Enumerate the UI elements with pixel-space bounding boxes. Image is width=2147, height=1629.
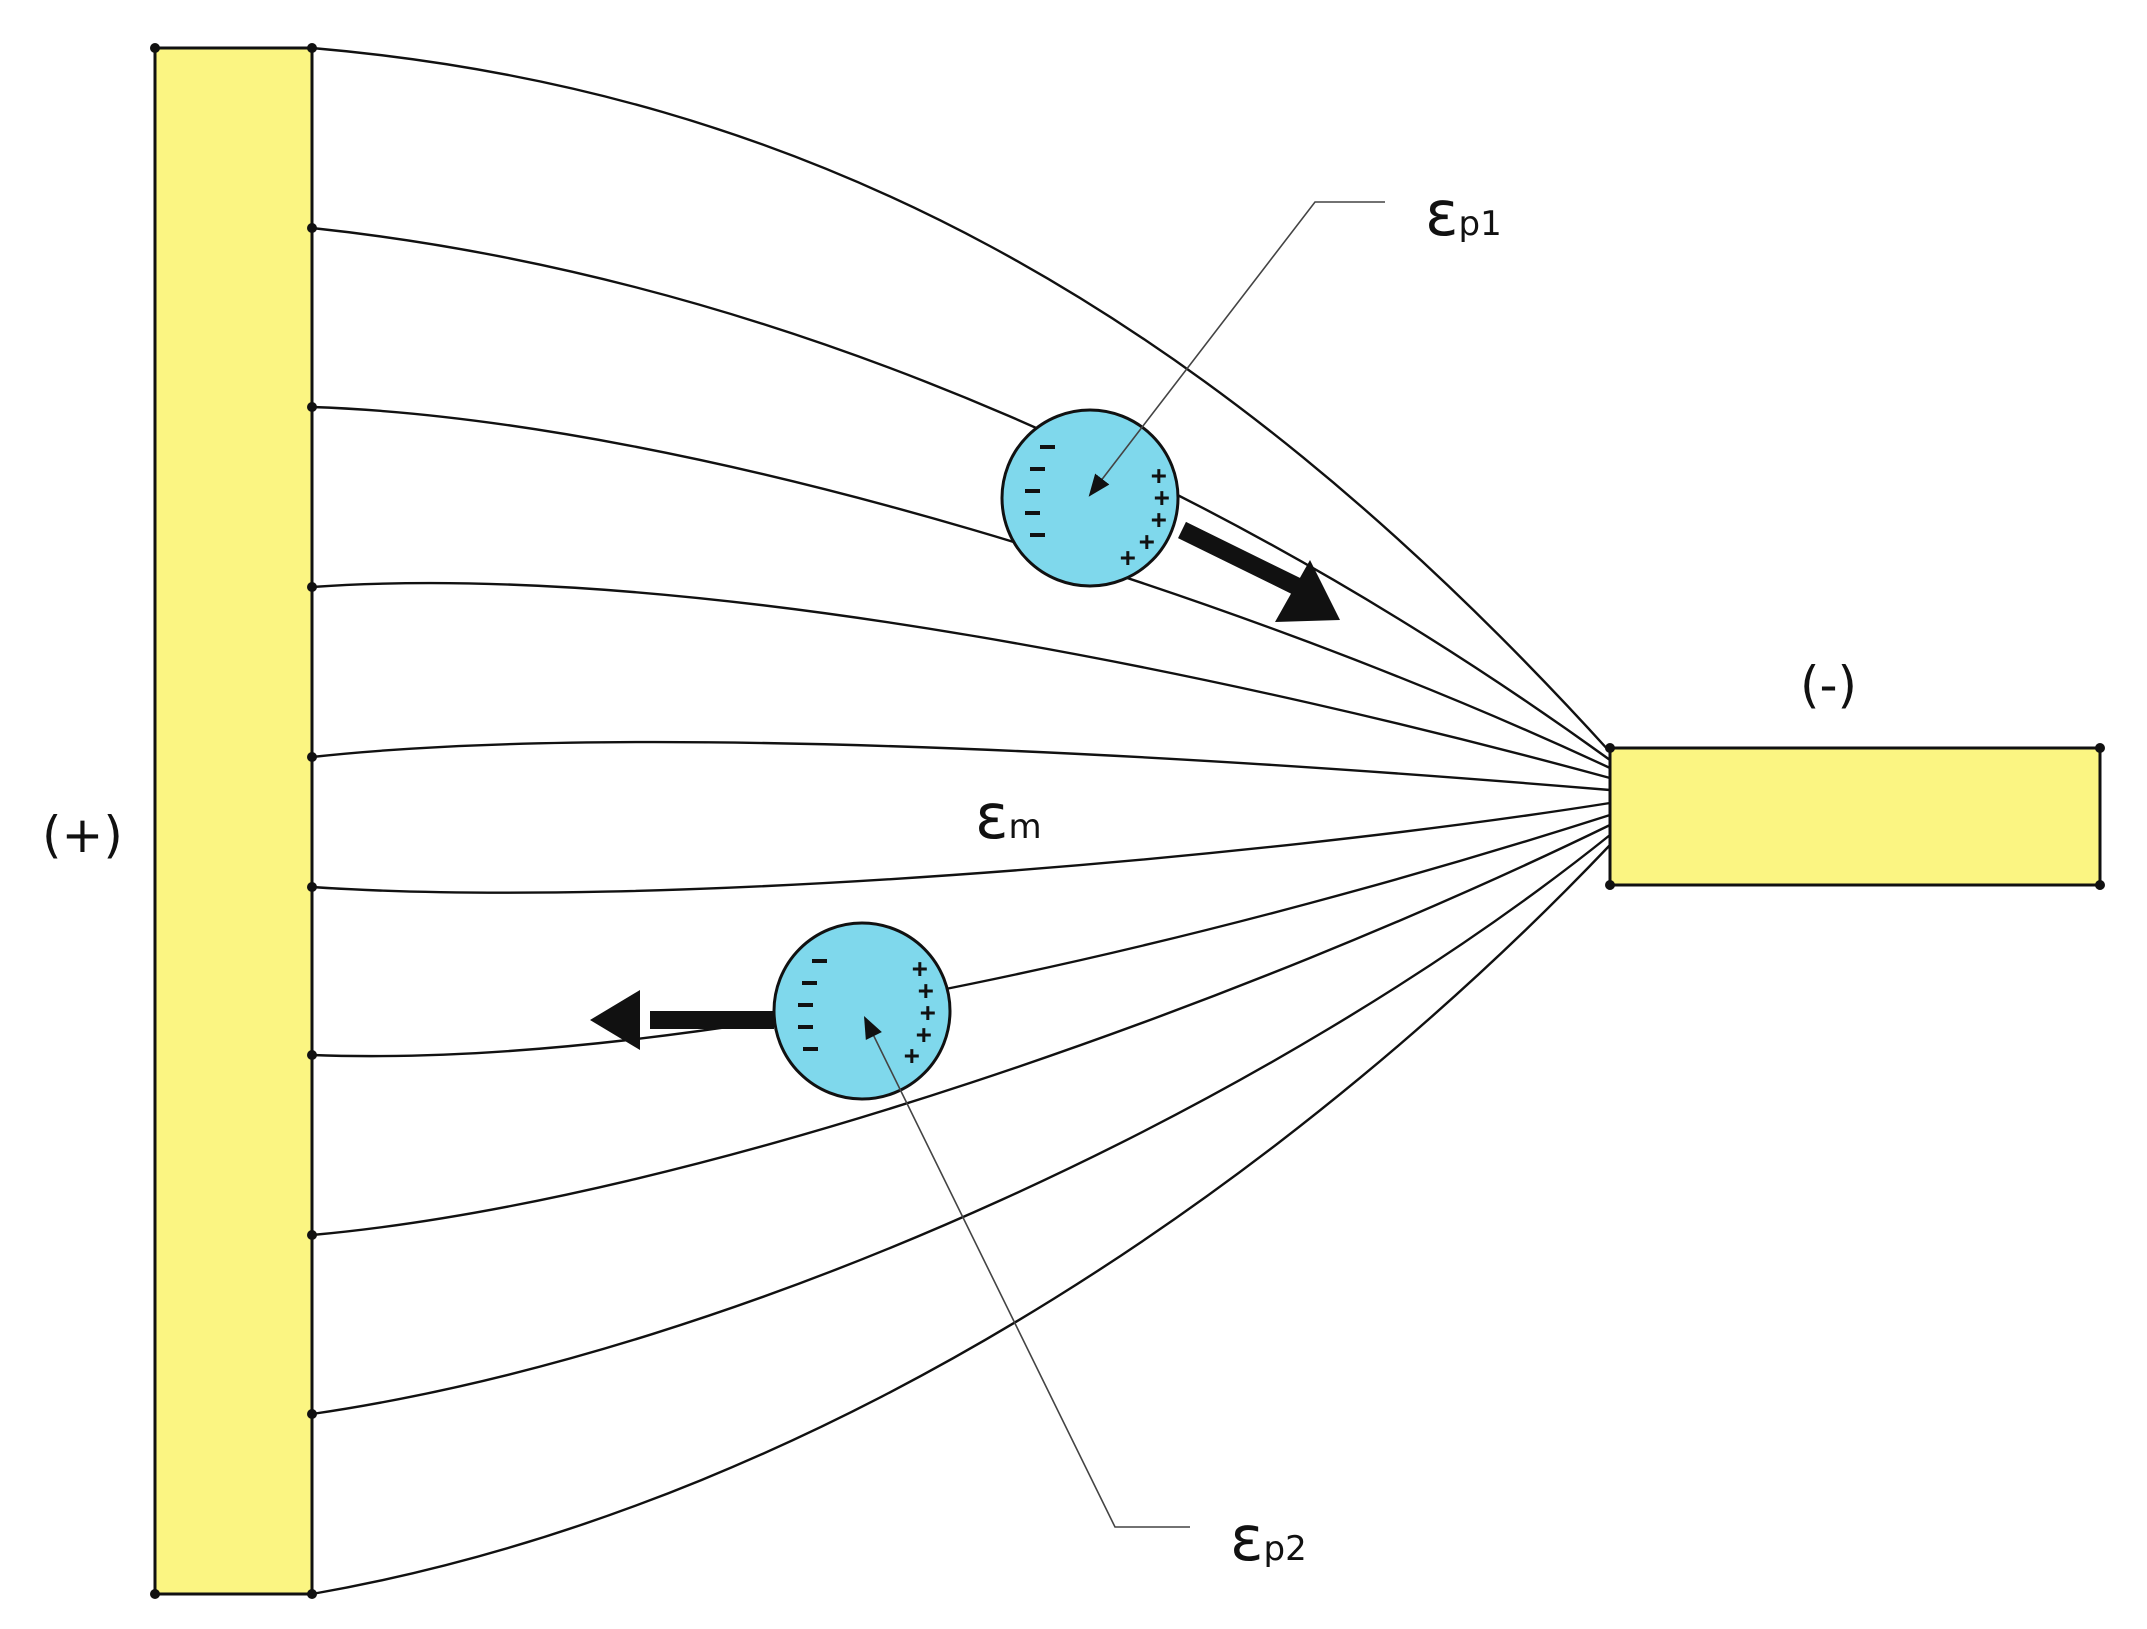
particle-2-positive-charges: + + + + +: [904, 954, 936, 1071]
particle-1-permittivity-label: εp1: [1425, 177, 1502, 250]
leader-line-p1: [1088, 201, 1385, 497]
svg-text:+: +: [1120, 543, 1136, 573]
svg-text:+: +: [904, 1041, 920, 1071]
field-line: [311, 46, 1611, 753]
electrode-corner-dots: [150, 43, 2105, 1599]
field-line: [311, 813, 1611, 1058]
field-line: [311, 823, 1611, 1237]
medium-permittivity-label: εm: [975, 780, 1042, 853]
field-lines: [311, 46, 1611, 1596]
svg-text:+: +: [1139, 527, 1155, 557]
particle-2-permittivity-label: εp2: [1230, 1502, 1307, 1575]
particle-1-positive-charges: + + + + +: [1120, 461, 1170, 573]
field-line: [311, 834, 1611, 1416]
particle-2-negative-charges: [798, 959, 827, 1051]
positive-electrode: [153, 46, 314, 1596]
field-line: [311, 581, 1611, 780]
field-line: [311, 844, 1611, 1596]
svg-text:+: +: [1151, 461, 1167, 491]
field-line: [311, 740, 1611, 792]
svg-text:+: +: [916, 1020, 932, 1050]
field-line: [311, 801, 1611, 894]
svg-text:+: +: [920, 998, 936, 1028]
negative-electrode: [1608, 746, 2102, 887]
particle-1-negative-charges: [1025, 445, 1055, 537]
positive-electrode-label: (+): [42, 806, 123, 864]
svg-text:+: +: [1154, 483, 1170, 513]
force-arrow-particle-2: [590, 990, 774, 1050]
svg-text:+: +: [1151, 505, 1167, 535]
force-arrow-particle-1: [1178, 521, 1340, 622]
particle-2: + + + + +: [772, 921, 952, 1101]
field-line: [311, 226, 1611, 761]
field-line: [311, 405, 1611, 770]
svg-text:+: +: [912, 954, 928, 984]
svg-text:+: +: [918, 976, 934, 1006]
negative-electrode-label: (-): [1800, 656, 1857, 714]
leader-line-p2: [864, 1015, 1190, 1528]
particle-1: + + + + +: [1000, 408, 1180, 588]
